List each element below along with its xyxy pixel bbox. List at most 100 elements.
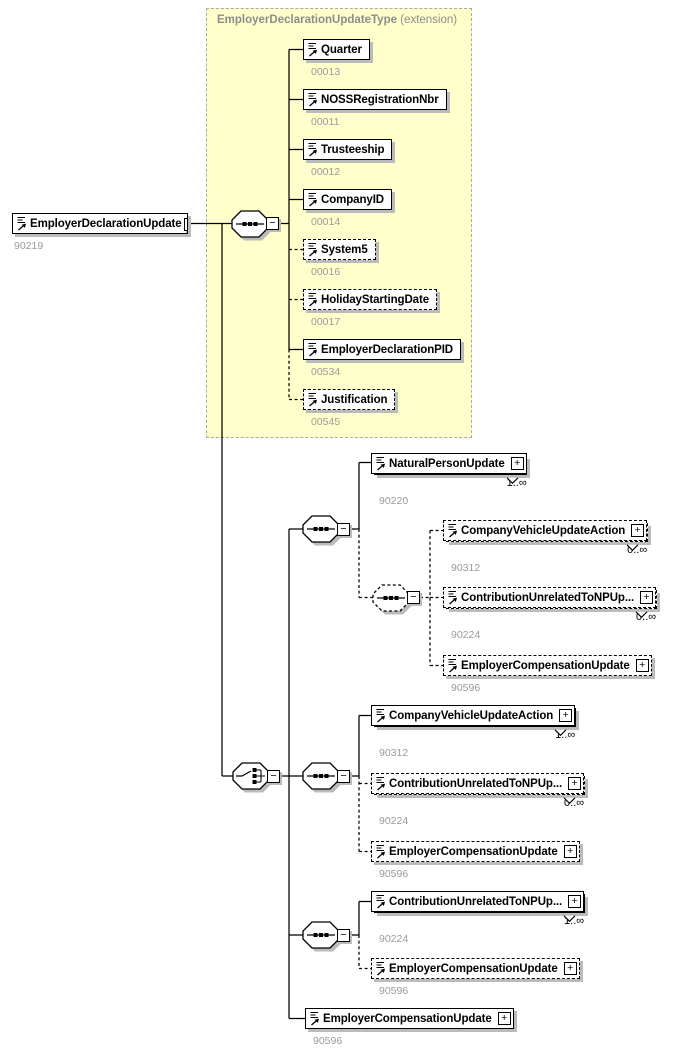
element-id: 00017 — [311, 316, 341, 328]
collapse-toggle[interactable]: − — [407, 591, 420, 604]
element-trusteeship[interactable]: Trusteeship 00012 — [303, 139, 393, 178]
expand-toggle[interactable]: + — [568, 895, 582, 908]
expand-toggle[interactable]: + — [497, 1012, 511, 1025]
element-icon — [307, 391, 319, 408]
element-system5[interactable]: System5 00016 — [303, 239, 376, 278]
element-id: 00014 — [311, 216, 341, 228]
element-id: 90220 — [379, 495, 409, 507]
element-employer-declaration-update[interactable]: EmployerDeclarationUpdate − 90219 — [12, 213, 188, 252]
expand-toggle[interactable]: + — [559, 709, 573, 722]
element-icon — [447, 657, 459, 674]
element-icon — [307, 291, 319, 308]
element-label: ContributionUnrelatedToNPUp... — [461, 591, 635, 604]
element-id: 00013 — [311, 66, 341, 78]
element-icon — [16, 215, 28, 232]
element-id: 00011 — [311, 116, 340, 128]
element-label: EmployerCompensationUpdate — [389, 962, 558, 975]
complex-type-title: EmployerDeclarationUpdateType (extension… — [217, 14, 457, 26]
element-contribution-unrelated-to-np-update[interactable]: ContributionUnrelatedToNPUp...+ 0..∞ 902… — [371, 773, 585, 827]
multi-chevron-icon — [554, 724, 567, 736]
element-icon — [447, 522, 459, 539]
element-employer-compensation-update[interactable]: EmployerCompensationUpdate + 90596 — [371, 841, 580, 880]
element-employer-compensation-update[interactable]: EmployerCompensationUpdate+ 90596 — [443, 655, 652, 694]
element-icon — [375, 707, 387, 724]
element-icon — [447, 589, 459, 606]
element-id: 90224 — [379, 815, 409, 827]
element-label: NOSSRegistrationNbr — [321, 93, 439, 106]
element-id: 00545 — [311, 416, 341, 428]
element-id: 90224 — [451, 629, 481, 641]
collapse-toggle[interactable]: − — [184, 217, 187, 231]
element-label: EmployerDeclarationUpdate — [30, 217, 182, 230]
element-label: NaturalPersonUpdate — [389, 457, 505, 470]
element-icon — [375, 775, 387, 792]
element-justification[interactable]: Justification 00545 — [303, 389, 396, 428]
element-label: EmployerCompensationUpdate — [389, 845, 558, 858]
element-label: Justification — [321, 393, 388, 406]
expand-toggle[interactable]: + — [635, 659, 649, 672]
sequence-compositor-icon[interactable] — [231, 209, 273, 244]
element-natural-person-update[interactable]: NaturalPersonUpdate+ 1..∞ 90220 — [371, 453, 527, 507]
element-label: CompanyVehicleUpdateAction — [389, 709, 554, 722]
collapse-toggle[interactable]: − — [267, 769, 280, 783]
expand-toggle[interactable]: + — [563, 962, 577, 975]
sequence-compositor-icon[interactable] — [302, 762, 344, 796]
expand-toggle[interactable]: + — [631, 524, 645, 537]
sequence-compositor-icon[interactable] — [302, 921, 344, 955]
element-label: EmployerCompensationUpdate — [461, 659, 630, 672]
multi-chevron-icon — [563, 910, 576, 922]
element-id: 90312 — [451, 562, 481, 574]
element-label: HolidayStartingDate — [321, 293, 430, 306]
element-id: 90596 — [379, 868, 409, 880]
collapse-toggle[interactable]: − — [266, 217, 279, 230]
element-icon — [307, 141, 319, 158]
element-label: Trusteeship — [321, 143, 385, 156]
element-contribution-unrelated-to-np-update[interactable]: ContributionUnrelatedToNPUp...+ 0..∞ 902… — [443, 587, 657, 641]
element-company-id[interactable]: CompanyID 00014 — [303, 189, 392, 228]
element-employer-compensation-update[interactable]: EmployerCompensationUpdate + 90596 — [305, 1008, 514, 1047]
choice-compositor-icon[interactable] — [232, 762, 274, 796]
expand-toggle[interactable]: + — [510, 457, 524, 470]
element-icon — [375, 455, 387, 472]
element-label: CompanyID — [321, 193, 384, 206]
element-id: 90312 — [379, 747, 409, 759]
element-id: 00012 — [311, 166, 341, 178]
sequence-compositor-icon[interactable] — [302, 515, 344, 549]
element-icon — [307, 341, 319, 358]
element-label: Quarter — [321, 43, 362, 56]
sequence-compositor-icon[interactable] — [372, 583, 414, 618]
multi-chevron-icon — [506, 472, 519, 484]
element-contribution-unrelated-to-np-update[interactable]: ContributionUnrelatedToNPUp...+ 1..∞ 902… — [371, 891, 585, 945]
multi-chevron-icon — [626, 539, 639, 551]
element-icon — [375, 893, 387, 910]
element-id: 90219 — [14, 240, 44, 252]
element-label: ContributionUnrelatedToNPUp... — [389, 777, 563, 790]
element-company-vehicle-update-action[interactable]: CompanyVehicleUpdateAction+ 0..∞ 90312 — [443, 520, 648, 574]
element-holiday-starting-date[interactable]: HolidayStartingDate 00017 — [303, 289, 438, 328]
element-id: 00534 — [311, 366, 341, 378]
element-quarter[interactable]: Quarter 00013 — [303, 39, 370, 78]
element-icon — [307, 241, 319, 258]
element-employer-compensation-update[interactable]: EmployerCompensationUpdate+ 90596 — [371, 958, 580, 997]
collapse-toggle[interactable]: − — [337, 928, 350, 942]
multi-chevron-icon — [563, 792, 576, 804]
element-label: EmployerCompensationUpdate — [323, 1012, 492, 1025]
element-icon — [307, 41, 319, 58]
element-icon — [309, 1010, 321, 1027]
element-label: System5 — [321, 243, 368, 256]
expand-toggle[interactable]: + — [640, 591, 654, 604]
collapse-toggle[interactable]: − — [337, 769, 350, 783]
element-icon — [375, 843, 387, 860]
collapse-toggle[interactable]: − — [337, 522, 350, 536]
element-id: 90596 — [313, 1035, 343, 1047]
complex-type-name: EmployerDeclarationUpdateType — [217, 14, 398, 26]
complex-type-qualifier: (extension) — [400, 14, 458, 26]
element-company-vehicle-update-action[interactable]: CompanyVehicleUpdateAction+ 1..∞ 90312 — [371, 705, 576, 759]
expand-toggle[interactable]: + — [563, 845, 577, 858]
element-noss-registration-nbr[interactable]: NOSSRegistrationNbr 00011 — [303, 89, 447, 128]
element-icon — [307, 91, 319, 108]
expand-toggle[interactable]: + — [568, 777, 582, 790]
element-employer-declaration-pid[interactable]: EmployerDeclarationPID 00534 — [303, 339, 462, 378]
